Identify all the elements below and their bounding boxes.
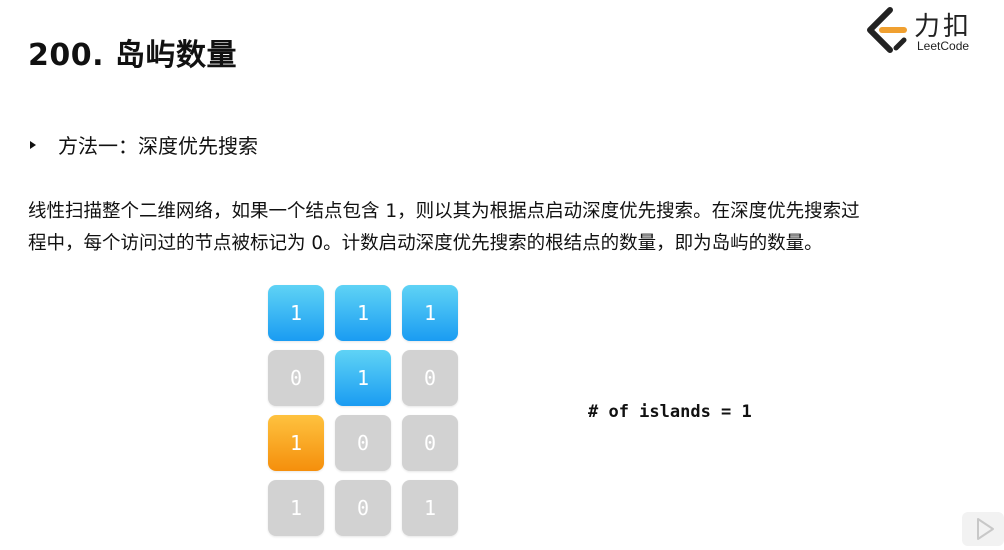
- explanation-paragraph: 线性扫描整个二维网络，如果一个结点包含 1，则以其为根据点启动深度优先搜索。在深…: [28, 196, 928, 260]
- logo-text-cn: 力扣: [914, 12, 973, 42]
- grid-cell: 1: [335, 285, 391, 341]
- play-icon: [962, 512, 1004, 546]
- grid-cell: 1: [402, 285, 458, 341]
- grid-cell: 0: [335, 415, 391, 471]
- grid-cell: 1: [335, 350, 391, 406]
- method-heading: 方法一：深度优先搜索: [30, 130, 258, 159]
- grid-cell: 0: [402, 350, 458, 406]
- method-heading-label: 方法一：深度优先搜索: [58, 134, 258, 158]
- triangle-bullet-icon: [30, 140, 36, 149]
- logo-text-en: LeetCode: [917, 39, 970, 53]
- island-grid: 1 1 1 0 1 0 1 0 0 1 0 1: [268, 285, 458, 536]
- grid-cell: 0: [402, 415, 458, 471]
- page-title: 200. 岛屿数量: [28, 38, 237, 73]
- grid-cell: 0: [335, 480, 391, 536]
- leetcode-logo[interactable]: 力扣 LeetCode: [860, 6, 990, 54]
- grid-cell: 1: [402, 480, 458, 536]
- grid-cell: 0: [268, 350, 324, 406]
- paragraph-line: 线性扫描整个二维网络，如果一个结点包含 1，则以其为根据点启动深度优先搜索。在深…: [28, 201, 860, 222]
- grid-cell: 1: [268, 480, 324, 536]
- leetcode-logo-icon: [867, 7, 907, 53]
- grid-cell: 1: [268, 415, 324, 471]
- play-button[interactable]: [962, 512, 1004, 546]
- paragraph-line: 程中，每个访问过的节点被标记为 0。计数启动深度优先搜索的根结点的数量，即为岛屿…: [28, 233, 823, 254]
- grid-cell: 1: [268, 285, 324, 341]
- islands-count-label: # of islands = 1: [588, 402, 752, 422]
